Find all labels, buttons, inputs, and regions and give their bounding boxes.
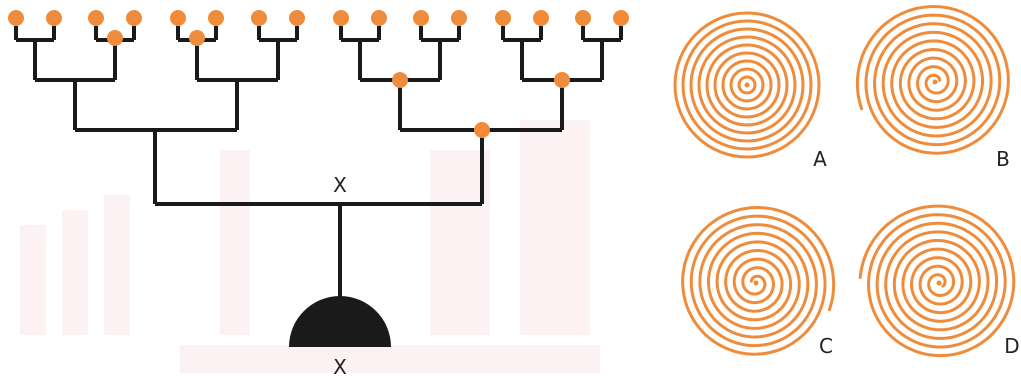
spiral-center-dot bbox=[932, 79, 938, 85]
base-dome bbox=[289, 296, 391, 347]
spiral-label-d: D bbox=[1004, 334, 1019, 358]
tree-nodes bbox=[8, 10, 629, 138]
tree-branch-lines bbox=[14, 26, 623, 298]
tree-node bbox=[126, 10, 142, 26]
tree-node bbox=[474, 122, 490, 138]
tree-node bbox=[613, 10, 629, 26]
tree-node bbox=[392, 72, 408, 88]
tree-node bbox=[170, 10, 186, 26]
tree-node bbox=[8, 10, 24, 26]
watermark-bar bbox=[104, 195, 130, 335]
spiral-curve bbox=[858, 204, 1016, 358]
spiral-ring bbox=[729, 67, 765, 103]
tree-node bbox=[371, 10, 387, 26]
spiral-label-a: A bbox=[813, 147, 827, 171]
spiral-ring bbox=[713, 51, 781, 119]
tree-node bbox=[289, 10, 305, 26]
spiral-panel bbox=[673, 4, 1016, 358]
spiral-ring bbox=[737, 75, 757, 95]
spiral-ring bbox=[689, 27, 805, 143]
tree-node bbox=[575, 10, 591, 26]
spiral-center-dot bbox=[753, 280, 759, 286]
tree-node bbox=[46, 10, 62, 26]
watermark-bar bbox=[520, 120, 590, 335]
tree-node bbox=[333, 10, 349, 26]
spiral-c bbox=[681, 205, 836, 356]
spiral-ring bbox=[673, 11, 821, 159]
junction-label: X bbox=[333, 173, 347, 197]
spiral-ring bbox=[697, 35, 797, 135]
watermark-bar bbox=[20, 225, 46, 335]
tree-node bbox=[88, 10, 104, 26]
base-label: X bbox=[333, 355, 347, 379]
spiral-center-dot bbox=[744, 82, 750, 88]
spiral-ring bbox=[721, 59, 773, 111]
tree-node bbox=[413, 10, 429, 26]
tree-node bbox=[251, 10, 267, 26]
tree-node bbox=[107, 30, 123, 46]
spiral-curve bbox=[681, 205, 836, 356]
spiral-b bbox=[855, 4, 1010, 155]
tree-node bbox=[451, 10, 467, 26]
spiral-a bbox=[673, 11, 821, 159]
spiral-label-c: C bbox=[819, 334, 833, 358]
spiral-curve bbox=[855, 4, 1010, 155]
tree-node bbox=[554, 72, 570, 88]
watermark-bar bbox=[220, 150, 250, 335]
tree-node bbox=[495, 10, 511, 26]
tree-node bbox=[533, 10, 549, 26]
spiral-ring bbox=[681, 19, 813, 151]
spiral-center-dot bbox=[936, 280, 942, 286]
watermark-bar bbox=[180, 345, 600, 373]
spiral-d bbox=[858, 204, 1016, 358]
spiral-label-b: B bbox=[996, 147, 1010, 171]
watermark-bar bbox=[62, 210, 88, 335]
branching-tree bbox=[14, 26, 623, 298]
tree-node bbox=[189, 30, 205, 46]
spiral-ring bbox=[705, 43, 789, 127]
tree-node bbox=[208, 10, 224, 26]
